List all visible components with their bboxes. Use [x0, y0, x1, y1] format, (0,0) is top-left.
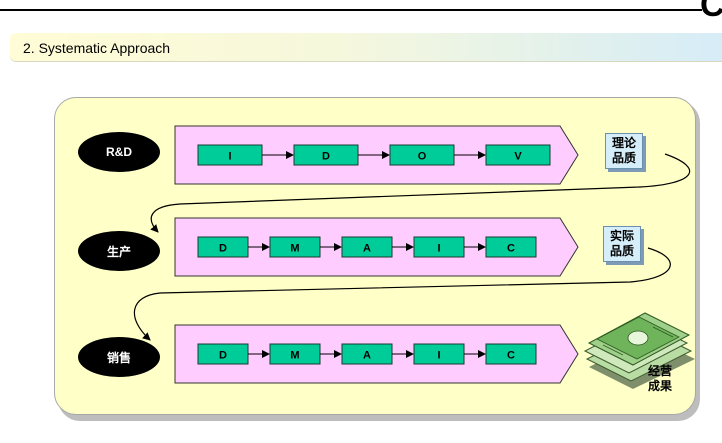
money-stack-icon: [583, 312, 695, 389]
theoretical-quality-line2: 品质: [611, 151, 636, 165]
actual-quality-box: 实际品质: [603, 226, 641, 262]
stage-label-rd: R&D: [78, 132, 160, 172]
connector-rd-to-production: [150, 153, 690, 233]
step-box-sales-5: [485, 343, 537, 365]
step-label-sales-2: M: [290, 350, 299, 362]
step-label-rd-4: V: [514, 151, 522, 163]
actual-quality-line1: 实际: [609, 229, 634, 243]
step-label-sales-3: A: [363, 350, 371, 362]
business-result-label: 经营成果: [643, 364, 677, 394]
business-result-line1: 经营: [647, 364, 672, 378]
step-label-production-4: I: [437, 243, 440, 255]
step-label-production-5: C: [507, 243, 515, 255]
step-label-rd-1: I: [228, 151, 231, 163]
step-box-production-5: [485, 236, 537, 258]
theoretical-quality-box: 理论品质: [605, 133, 643, 169]
business-result-line2: 成果: [647, 379, 672, 393]
step-label-production-2: M: [290, 243, 299, 255]
corner-letter: C: [700, 0, 722, 24]
connector-production-to-sales: [133, 247, 671, 341]
section-header-bar: 2. Systematic Approach: [10, 33, 722, 61]
step-label-production-3: A: [363, 243, 371, 255]
top-rule: [0, 9, 702, 11]
step-label-rd-3: O: [418, 151, 427, 163]
stage-label-sales: 销售: [78, 337, 160, 377]
step-label-rd-2: D: [322, 151, 330, 163]
step-label-sales-1: D: [219, 350, 227, 362]
step-label-production-1: D: [219, 243, 227, 255]
section-title: 2. Systematic Approach: [23, 40, 171, 56]
stage-label-production: 生产: [78, 231, 160, 271]
step-box-rd-4: [485, 144, 551, 166]
step-label-sales-5: C: [507, 350, 515, 362]
step-label-sales-4: I: [437, 350, 440, 362]
theoretical-quality-line1: 理论: [611, 136, 636, 150]
actual-quality-line2: 品质: [609, 244, 634, 258]
